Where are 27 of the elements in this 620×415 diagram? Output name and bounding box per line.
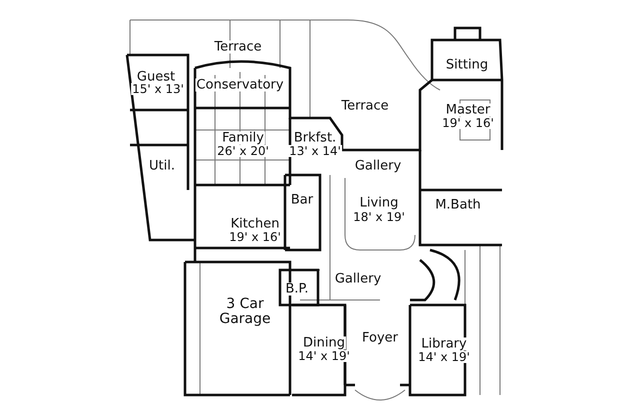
room-name: Library bbox=[420, 338, 468, 350]
room-name: Living bbox=[358, 196, 400, 210]
room-dimension: 15' x 13' bbox=[131, 83, 185, 95]
room-name: Kitchen bbox=[230, 218, 280, 230]
room-dimension: 13' x 14' bbox=[288, 145, 342, 157]
room-dimension: 18' x 19' bbox=[352, 211, 406, 223]
room-name: Brkfst. bbox=[292, 132, 338, 144]
room-dimension: 14' x 19' bbox=[417, 351, 471, 363]
room-dimension: 19' x 16' bbox=[228, 231, 282, 243]
room-name: Dining bbox=[302, 336, 346, 350]
room-name: Family bbox=[221, 132, 265, 144]
room-name: Guest bbox=[136, 70, 176, 84]
room-name: Master bbox=[444, 104, 492, 116]
room-name: Foyer bbox=[361, 332, 399, 344]
room-dimension: 19' x 16' bbox=[441, 117, 495, 129]
room-name: Terrace bbox=[340, 100, 390, 112]
room-name: Gallery bbox=[354, 160, 402, 172]
room-name: Util. bbox=[148, 160, 176, 172]
room-name: Conservatory bbox=[195, 78, 285, 92]
room-name: Gallery bbox=[334, 272, 382, 286]
room-name: B.P. bbox=[284, 282, 310, 296]
room-dimension: 26' x 20' bbox=[216, 145, 270, 157]
room-name: Sitting bbox=[444, 58, 490, 72]
room-name: Terrace bbox=[213, 40, 263, 54]
room-name: M.Bath bbox=[434, 198, 482, 212]
room-name: Bar bbox=[290, 194, 314, 206]
room-dimension: 14' x 19' bbox=[297, 350, 351, 362]
